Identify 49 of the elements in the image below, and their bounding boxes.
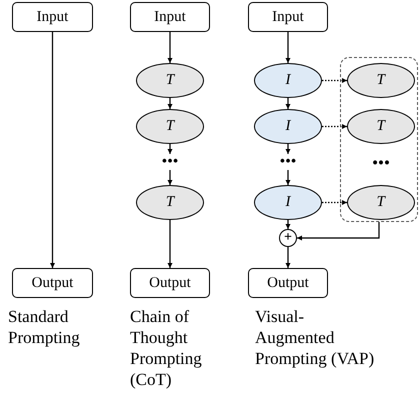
process-box bbox=[248, 2, 328, 32]
process-box bbox=[130, 2, 210, 32]
process-box bbox=[12, 268, 93, 298]
arrow bbox=[50, 32, 55, 268]
arrow bbox=[168, 170, 172, 185]
node-text: I bbox=[286, 194, 290, 211]
node-text: T bbox=[376, 194, 385, 211]
sum-node bbox=[279, 229, 297, 247]
caption-text: Visual-Augmented Prompting (VAP) bbox=[255, 306, 376, 369]
node-text: T bbox=[166, 72, 174, 89]
node-text: Output bbox=[267, 274, 309, 292]
process-box bbox=[248, 268, 328, 298]
ellipsis-text: ••• bbox=[371, 154, 391, 170]
caption-text: Standard Prompting bbox=[8, 306, 81, 348]
arrow bbox=[168, 144, 172, 154]
arrow bbox=[168, 220, 172, 268]
arrow bbox=[297, 222, 380, 240]
dotted-arrow bbox=[322, 124, 347, 129]
dotted-arrow bbox=[322, 78, 347, 83]
process-box bbox=[12, 2, 93, 32]
node-text: I bbox=[286, 72, 290, 89]
arrow bbox=[286, 170, 290, 185]
arrow bbox=[286, 32, 290, 63]
node-text: T bbox=[166, 194, 174, 211]
group-box bbox=[340, 57, 418, 222]
ellipsis-text: ••• bbox=[280, 153, 296, 171]
arrow bbox=[286, 247, 290, 268]
node-text: Input bbox=[36, 8, 68, 26]
node-text: T bbox=[376, 72, 385, 89]
arrow bbox=[286, 144, 290, 154]
arrow bbox=[168, 98, 172, 109]
arrow bbox=[286, 220, 290, 229]
node-text: Output bbox=[149, 274, 191, 292]
step-ellipse bbox=[346, 184, 415, 220]
ellipsis-text: ••• bbox=[162, 153, 178, 171]
dotted-arrow bbox=[322, 200, 347, 205]
node-text: Input bbox=[272, 8, 304, 26]
process-box bbox=[130, 268, 210, 298]
plus-sign: + bbox=[284, 231, 292, 245]
step-ellipse bbox=[346, 62, 415, 98]
arrow bbox=[286, 98, 290, 109]
node-text: Input bbox=[154, 8, 186, 26]
node-text: I bbox=[286, 118, 290, 135]
caption-text: Chain of Thought Prompting (CoT) bbox=[130, 306, 203, 390]
node-text: Output bbox=[32, 274, 74, 292]
node-text: T bbox=[376, 118, 385, 135]
step-ellipse bbox=[346, 108, 415, 144]
node-text: T bbox=[166, 118, 174, 135]
arrow bbox=[168, 32, 172, 63]
